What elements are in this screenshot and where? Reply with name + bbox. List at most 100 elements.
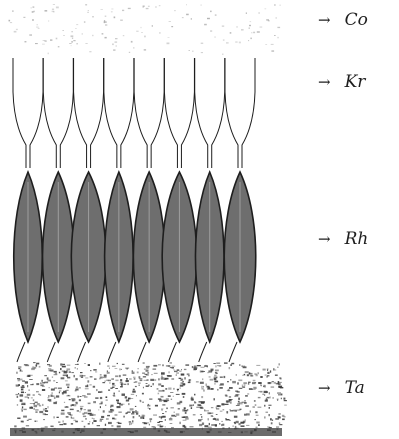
speckle [176, 374, 177, 375]
speckle [72, 399, 75, 401]
speckle [130, 398, 133, 399]
speckle [250, 411, 251, 413]
speckle [109, 368, 110, 369]
speckle [66, 375, 68, 377]
co-dot [85, 4, 87, 6]
co-dot [45, 10, 48, 12]
speckle [181, 369, 182, 370]
speckle [54, 397, 56, 399]
base-band [10, 428, 282, 436]
speckle [80, 396, 82, 397]
speckle [217, 389, 218, 391]
speckle [59, 372, 60, 374]
speckle [21, 388, 24, 390]
ta-layer [10, 362, 287, 436]
co-dot [239, 42, 241, 44]
speckle [263, 369, 266, 371]
co-dot [143, 6, 145, 7]
speckle [265, 375, 267, 376]
speckle [62, 420, 64, 422]
speckle [220, 411, 223, 412]
speckle [102, 382, 105, 383]
speckle [230, 402, 231, 404]
rod-tail [108, 342, 116, 362]
speckle [229, 387, 233, 389]
speckle [117, 406, 121, 408]
speckle [161, 409, 163, 410]
speckle [171, 378, 174, 380]
speckle [234, 422, 236, 424]
speckle [159, 399, 162, 401]
speckle [43, 409, 47, 411]
speckle [214, 376, 218, 378]
co-dot [33, 6, 35, 7]
speckle [22, 380, 25, 381]
speckle [216, 363, 220, 364]
speckle [17, 418, 20, 420]
speckle [165, 419, 166, 421]
speckle [33, 399, 34, 401]
speckle [118, 412, 121, 413]
co-dot [25, 41, 27, 42]
co-dot [112, 44, 113, 46]
speckle [235, 410, 238, 412]
speckle [88, 403, 91, 405]
speckle [105, 405, 106, 406]
co-dot [241, 29, 244, 30]
co-dot [222, 25, 224, 27]
speckle [194, 368, 197, 370]
co-dot [123, 35, 125, 36]
speckle [191, 407, 192, 409]
speckle [214, 398, 215, 400]
speckle [81, 377, 83, 378]
speckle [219, 365, 222, 366]
speckle [242, 386, 245, 387]
speckle [118, 423, 122, 424]
co-dot [56, 7, 59, 9]
speckle [54, 374, 58, 375]
speckle [281, 398, 282, 400]
speckle [211, 415, 213, 417]
speckle [142, 402, 143, 403]
speckle [16, 384, 20, 385]
speckle [258, 407, 262, 408]
speckle [57, 417, 59, 418]
speckle [132, 420, 133, 422]
speckle [148, 384, 150, 386]
speckle [236, 374, 237, 375]
speckle [45, 408, 47, 409]
co-dot [265, 44, 267, 45]
speckle [217, 419, 218, 420]
speckle [123, 416, 125, 418]
co-dot [169, 21, 171, 22]
co-dot [73, 40, 75, 41]
speckle [90, 370, 92, 371]
co-dot [226, 42, 229, 43]
speckle [187, 373, 190, 375]
co-dot [236, 27, 238, 28]
speckle [127, 383, 128, 385]
speckle [140, 379, 143, 381]
speckle [174, 371, 178, 372]
speckle [272, 381, 274, 382]
speckle [236, 405, 240, 406]
speckle [158, 364, 161, 365]
speckle [131, 423, 133, 424]
speckle [111, 426, 113, 427]
speckle [80, 406, 84, 407]
speckle [110, 388, 111, 389]
speckle [16, 372, 18, 374]
speckle [64, 402, 65, 403]
speckle [34, 421, 38, 422]
speckle [147, 379, 149, 381]
speckle [18, 393, 19, 395]
speckle [229, 420, 231, 421]
speckle [279, 363, 280, 365]
co-dot [71, 46, 72, 47]
co-dot [37, 24, 38, 25]
speckle [153, 415, 157, 416]
speckle [254, 419, 256, 420]
co-dot [62, 30, 64, 31]
speckle [87, 393, 91, 395]
speckle [267, 372, 269, 374]
